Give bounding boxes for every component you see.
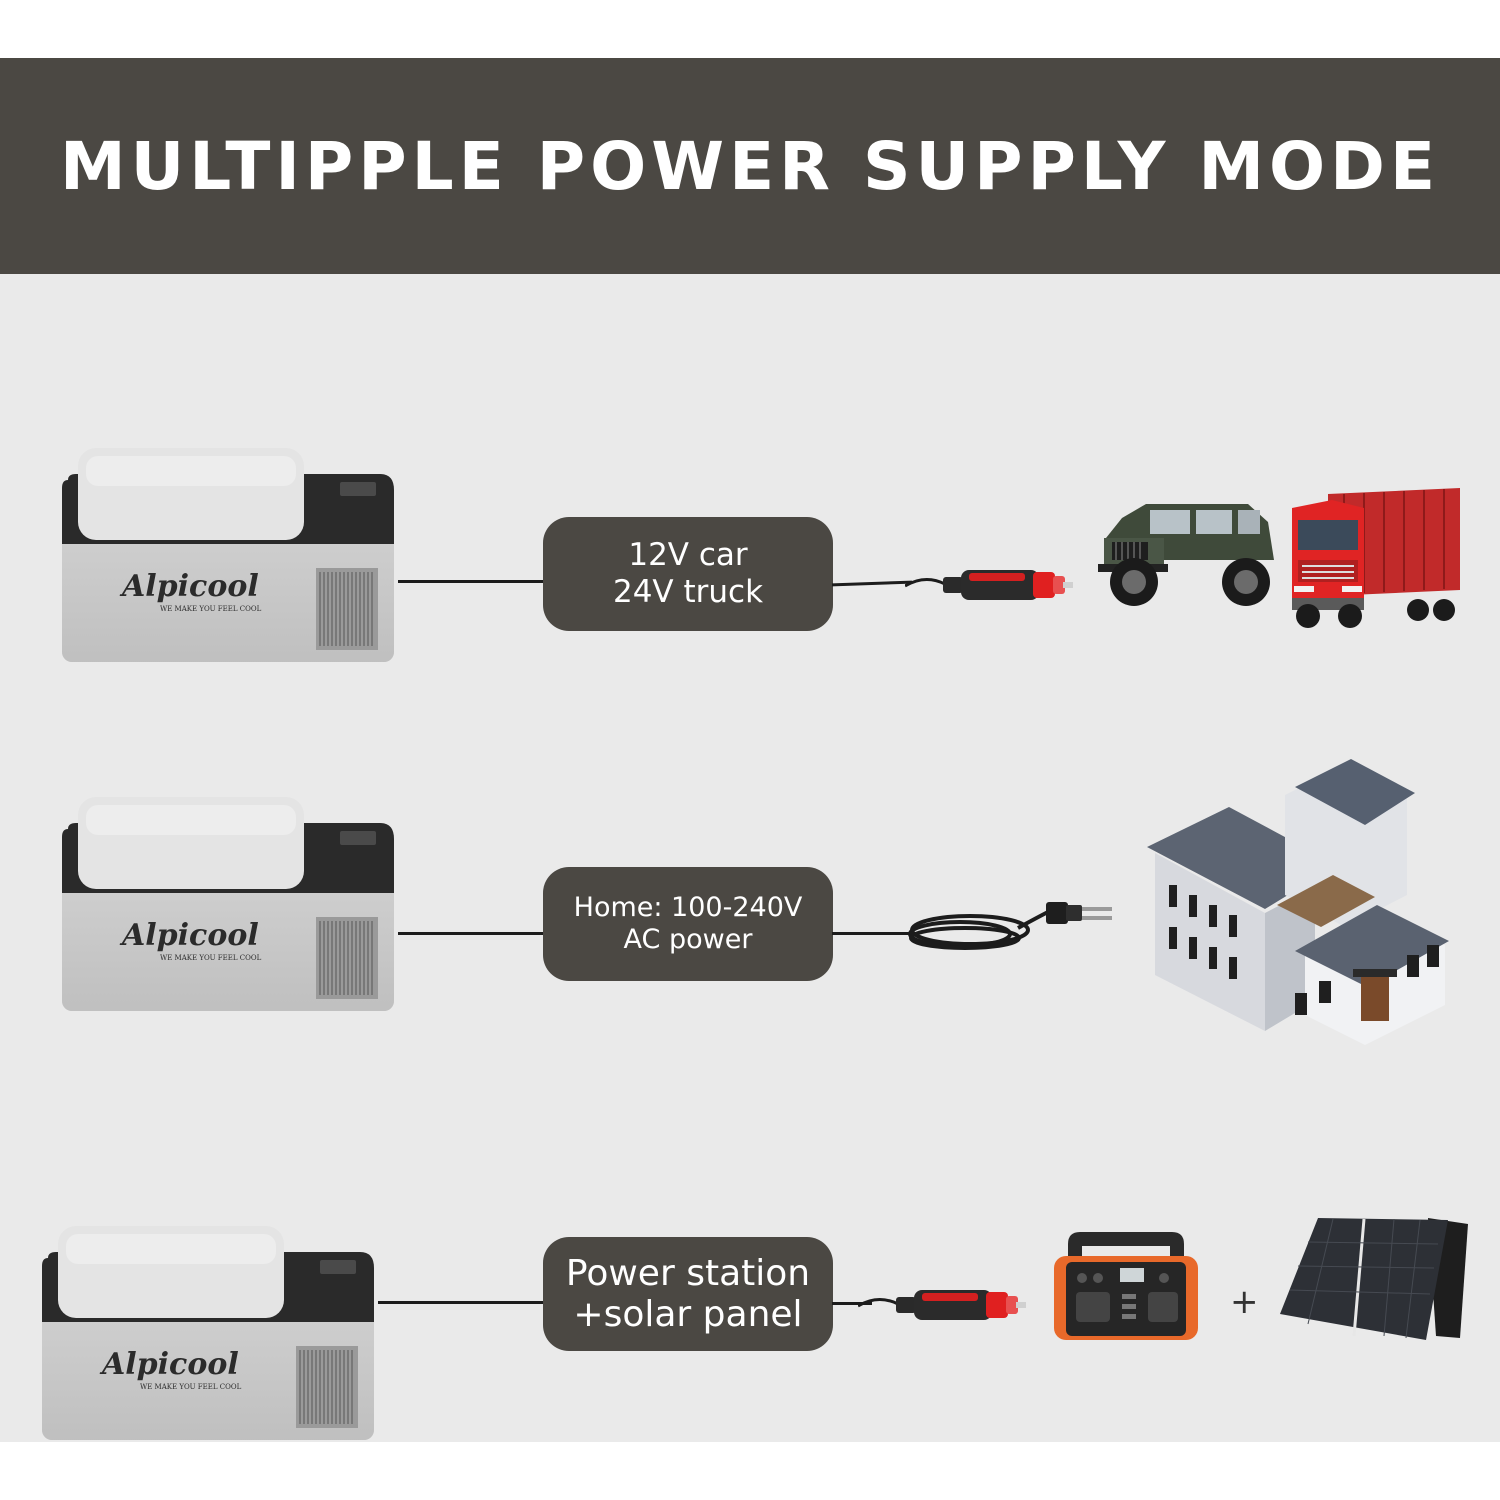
label-line2: 24V truck [612,574,764,610]
cable-line [832,1302,872,1305]
cable-line [398,932,548,935]
alpicool-logo: Alpicool [119,569,259,604]
label-line2: +solar panel [573,1294,803,1335]
fridge-image: Alpicool WE MAKE YOU FEEL COOL [60,448,400,664]
cable-line [398,580,548,583]
mode-label-station: Power station +solar panel [543,1237,833,1351]
alpicool-tagline: WE MAKE YOU FEEL COOL [160,954,262,962]
fridge-image: Alpicool WE MAKE YOU FEEL COOL [60,797,400,1013]
banner-title: MULTIPPLE POWER SUPPLY MODE [59,127,1441,205]
solar-panel-icon [1280,1218,1468,1340]
car-plug-icon [858,1280,1028,1330]
alpicool-logo: Alpicool [99,1347,239,1382]
label-line2: AC power [623,924,753,955]
house-icon [1147,759,1449,1045]
car-plug-icon [905,560,1075,610]
cable-line [378,1301,548,1304]
title-banner: MULTIPPLE POWER SUPPLY MODE [0,58,1500,274]
mode-label-home: Home: 100-240V AC power [543,867,833,981]
jeep-icon [1098,504,1274,606]
fridge-image: Alpicool WE MAKE YOU FEEL COOL [40,1226,380,1442]
alpicool-tagline: WE MAKE YOU FEEL COOL [140,1383,242,1391]
mode-label-car: 12V car 24V truck [543,517,833,631]
cable-line [832,932,912,935]
red-truck-icon [1292,488,1460,628]
plus-sign: + [1230,1282,1259,1322]
label-line1: Power station [565,1252,811,1294]
ac-cord-icon [908,902,1112,950]
alpicool-logo: Alpicool [119,918,259,953]
power-station-icon [1054,1232,1198,1340]
label-line1: 12V car [628,536,748,573]
alpicool-tagline: WE MAKE YOU FEEL COOL [160,605,262,613]
label-line1: Home: 100-240V [573,891,803,923]
